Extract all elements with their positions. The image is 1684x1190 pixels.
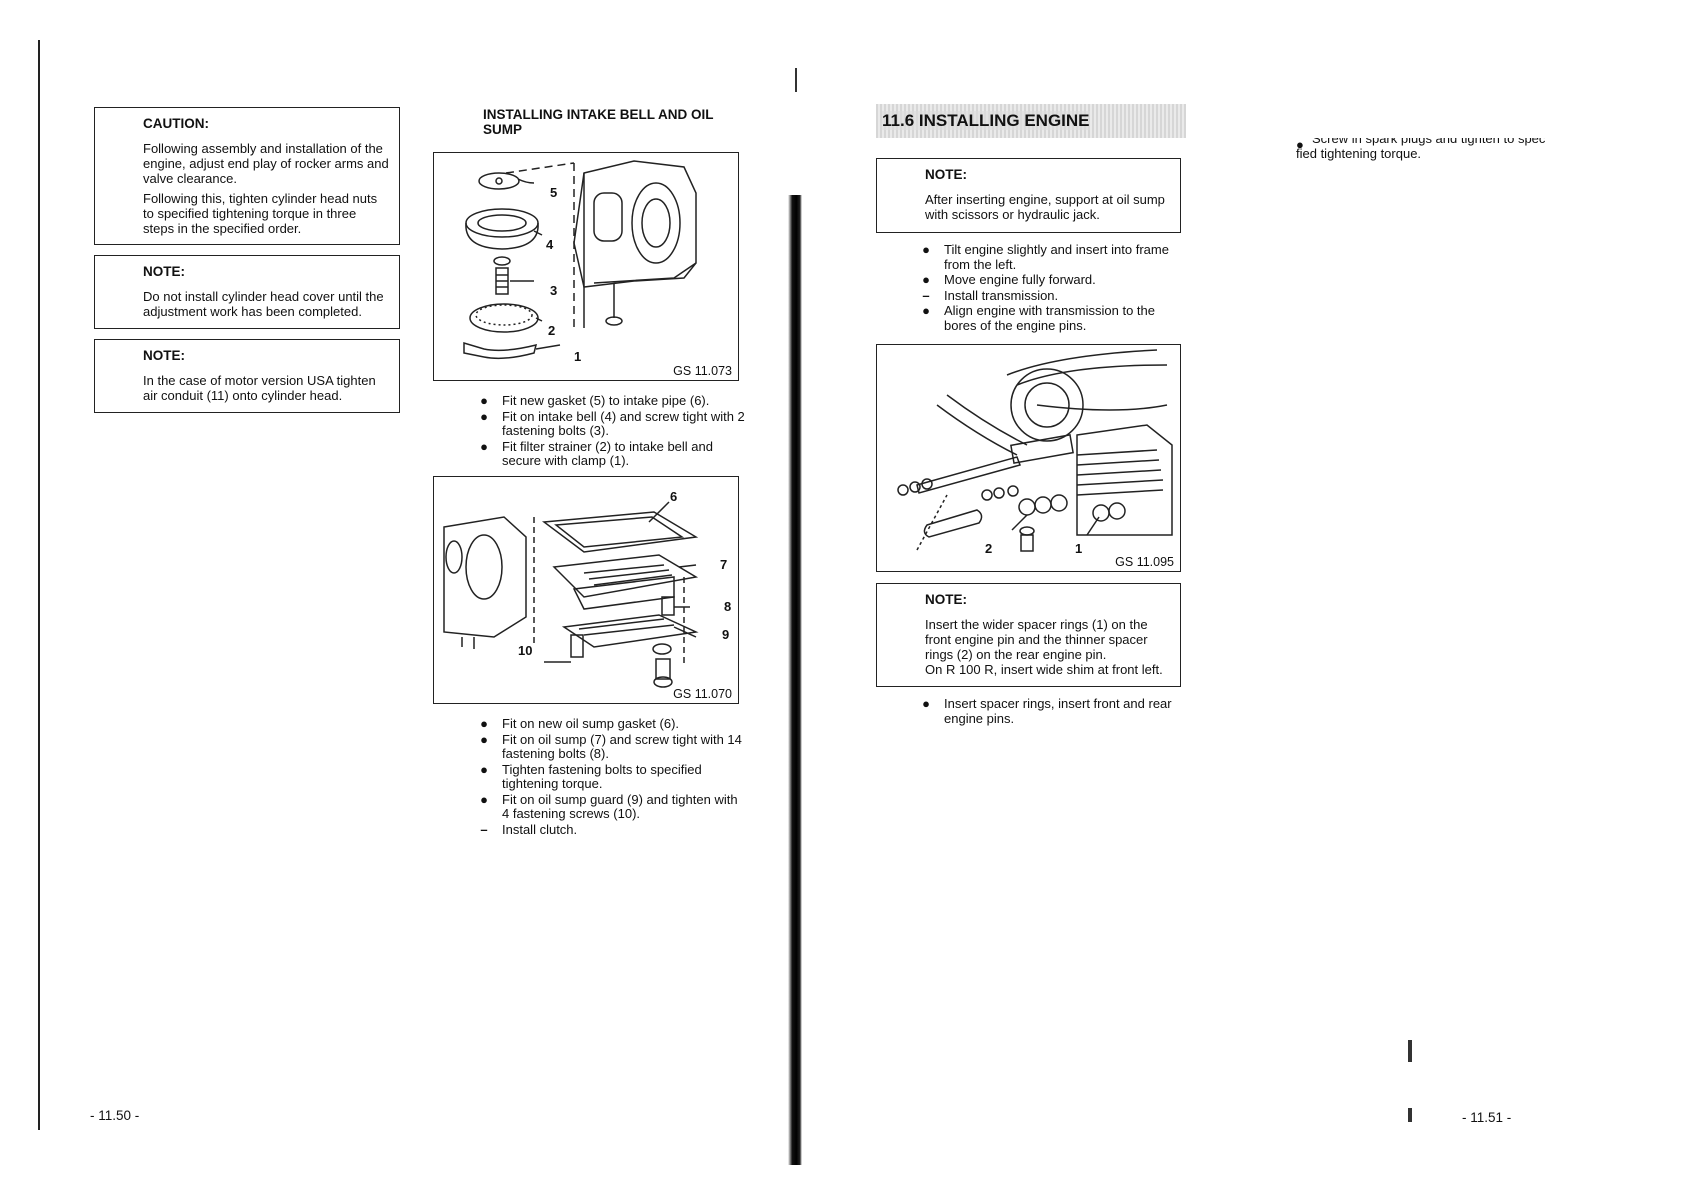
- step-text: Install clutch.: [502, 821, 578, 837]
- note-title: NOTE:: [143, 264, 185, 279]
- binding-spine: [788, 195, 802, 1165]
- callout-1: 1: [1075, 541, 1083, 556]
- step-text: Fit new gasket (5) to intake pipe (6).: [502, 393, 710, 408]
- list-item: ● Fit filter strainer (2) to intake bell …: [470, 438, 746, 469]
- engine-steps-list: ● Tilt engine slightly and insert into fr…: [912, 242, 1188, 334]
- bullet-mark: ●: [480, 761, 488, 777]
- callout-4: 4: [546, 237, 554, 252]
- figure-code: GS 11.073: [671, 364, 734, 378]
- bullet-mark: ●: [922, 272, 930, 287]
- step-text: Insert spacer rings, insert front and re…: [944, 696, 1172, 726]
- intake-bell-illustration: [463, 160, 697, 360]
- bullet-mark: ●: [1296, 137, 1304, 152]
- note-title: NOTE:: [143, 348, 185, 363]
- sump-steps-list: ● Fit on new oil sump gasket (6). ● Fit on…: [470, 716, 746, 838]
- continued-line: fied tightening torque.: [1296, 146, 1422, 161]
- callout-5: 5: [550, 185, 558, 200]
- caution-title: CAUTION:: [143, 116, 209, 131]
- bullet-mark: ●: [480, 731, 488, 747]
- section-heading: 11.6 INSTALLING ENGINE: [876, 104, 1186, 138]
- oil-sump-illustration: [443, 501, 699, 688]
- bullet-mark: ●: [922, 696, 930, 711]
- clipped-line: Screw in spark plugs and tighten to spec…: [1312, 138, 1546, 146]
- callout-8: 8: [724, 599, 732, 614]
- dash-mark: –: [480, 821, 488, 837]
- step-text: Fit on intake bell (4) and screw tight w…: [502, 408, 745, 438]
- step-text: Move engine fully forward.: [944, 272, 1096, 287]
- list-item: ● Insert spacer rings, insert front and r…: [912, 696, 1188, 726]
- callout-10: 10: [518, 643, 533, 658]
- bullet-mark: ●: [480, 716, 488, 731]
- caution-paragraph-1: Following assembly and installation of t…: [143, 141, 389, 186]
- bullet-mark: ●: [922, 242, 930, 257]
- note-title: NOTE:: [925, 592, 967, 607]
- caution-box: CAUTION: Following assembly and installa…: [94, 107, 400, 245]
- list-item: ● Fit on oil sump (7) and screw tight wit…: [470, 731, 746, 762]
- callout-1: 1: [574, 349, 582, 364]
- left-page: CAUTION: Following assembly and installa…: [0, 0, 800, 1190]
- list-item: ● Tighten fastening bolts to specified ti…: [470, 761, 746, 792]
- list-item: ● Fit on oil sump guard (9) and tighten w…: [470, 791, 746, 822]
- step-text: Tilt engine slightly and insert into fra…: [944, 242, 1169, 272]
- step-text: Tighten fastening bolts to specified tig…: [502, 761, 702, 791]
- note-text: After inserting engine, support at oil s…: [925, 192, 1165, 222]
- figure-intake-bell: 5 4 3 2 1 GS 11.073: [433, 152, 739, 381]
- figure-code: GS 11.070: [671, 687, 734, 701]
- page-number-left: - 11.50 -: [90, 1108, 140, 1123]
- scan-artifact: [1408, 1040, 1412, 1062]
- callout-9: 9: [722, 627, 730, 642]
- step-text: Install transmission.: [944, 287, 1059, 303]
- callout-2: 2: [548, 323, 556, 338]
- list-item: ● Fit on new oil sump gasket (6).: [470, 716, 746, 732]
- intake-steps-list: ●Fit new gasket (5) to intake pipe (6). …: [470, 393, 746, 470]
- list-item: –Install transmission.: [912, 287, 1188, 304]
- note-text: Do not install cylinder head cover until…: [143, 289, 384, 319]
- figure-engine-pins: 2 1 GS 11.095: [876, 344, 1181, 572]
- caution-paragraph-2: Following this, tighten cylinder head nu…: [143, 191, 378, 236]
- intake-sump-heading: INSTALLING INTAKE BELL AND OIL SUMP: [483, 107, 714, 137]
- callout-6: 6: [670, 489, 678, 504]
- figure-oil-sump: 6 7 8 9 10 GS 11.070: [433, 476, 739, 704]
- step-text: Fit on oil sump (7) and screw tight with…: [502, 731, 742, 761]
- list-item: ● Tilt engine slightly and insert into fr…: [912, 242, 1188, 272]
- list-item: ● Move engine fully forward.: [912, 272, 1188, 288]
- binding-mark: [795, 68, 797, 92]
- note-box-spacer-rings: NOTE: Insert the wider spacer rings (1) …: [876, 583, 1181, 687]
- callout-7: 7: [720, 557, 728, 572]
- dash-mark: –: [922, 287, 930, 303]
- engine-pins-illustration: [897, 349, 1173, 552]
- list-item: ● Fit new gasket (5) to intake pipe (6).: [470, 393, 746, 409]
- callout-2: 2: [985, 541, 993, 556]
- note-box-usa-version: NOTE: In the case of motor version USA t…: [94, 339, 400, 413]
- section-heading-text: 11.6 INSTALLING ENGINE: [882, 111, 1090, 130]
- note-paragraph-1: Insert the wider spacer rings (1) on the…: [925, 617, 1148, 662]
- page-number-right: - 11.51 -: [1462, 1110, 1512, 1125]
- list-item: ● Align engine with transmission to the b…: [912, 303, 1188, 333]
- step-text: Fit on oil sump guard (9) and tighten wi…: [502, 791, 738, 821]
- note-title: NOTE:: [925, 167, 967, 182]
- bullet-mark: ●: [480, 438, 488, 454]
- note-paragraph-2: On R 100 R, insert wide shim at front le…: [925, 662, 1163, 677]
- page-edge-line: [38, 40, 40, 1130]
- spark-plug-step: ● Screw in spark plugs and tighten to sp…: [1296, 137, 1546, 161]
- step-text: Fit filter strainer (2) to intake bell a…: [502, 438, 713, 468]
- callout-3: 3: [550, 283, 558, 298]
- note-box-cylinder-head: NOTE: Do not install cylinder head cover…: [94, 255, 400, 329]
- bullet-mark: ●: [480, 791, 488, 807]
- step-text: Align engine with transmission to the bo…: [944, 303, 1156, 333]
- list-item: ● Fit on intake bell (4) and screw tight …: [470, 408, 746, 439]
- note-text: In the case of motor version USA tighten…: [143, 373, 376, 403]
- bullet-mark: ●: [480, 393, 488, 408]
- note-box-support: NOTE: After inserting engine, support at…: [876, 158, 1181, 233]
- list-item: –Install clutch.: [470, 821, 746, 838]
- bullet-mark: ●: [480, 408, 488, 424]
- step-text: Fit on new oil sump gasket (6).: [502, 716, 680, 731]
- figure-code: GS 11.095: [1113, 555, 1176, 569]
- bullet-mark: ●: [922, 303, 930, 318]
- scan-artifact: [1408, 1108, 1412, 1122]
- spacer-steps-list: ● Insert spacer rings, insert front and r…: [912, 696, 1188, 727]
